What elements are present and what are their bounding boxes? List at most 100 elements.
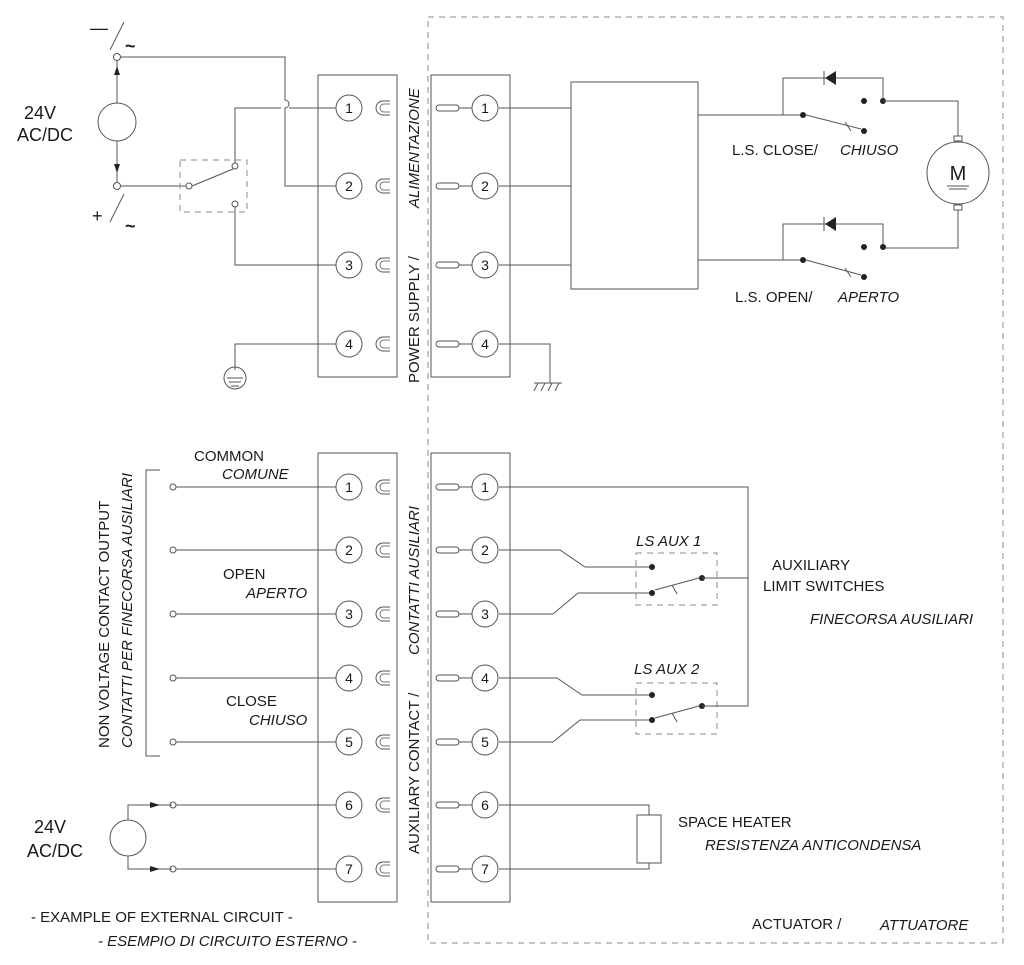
power-actuator-terminal [471, 330, 499, 358]
aux-side-label-it: CONTATTI PER FINECORSA AUSILIARI [119, 473, 136, 748]
output-bracket [145, 469, 160, 757]
aux-actuator-terminal-number: 2 [481, 542, 489, 558]
power-source-24v [97, 21, 137, 223]
space-heater-resistor [636, 814, 662, 864]
external-selector-switch [179, 159, 248, 213]
aux-external-terminal-number: 6 [345, 797, 353, 813]
aux-actuator-terminal [471, 664, 499, 692]
limit-switch-open [698, 217, 886, 280]
power-source-type: AC/DC [17, 125, 73, 145]
common-label: COMMON [194, 448, 264, 465]
aux-actuator-terminal-number: 6 [481, 797, 489, 813]
ls-close-label: L.S. CLOSE/ [732, 142, 819, 159]
pin-contact-icon [435, 738, 460, 746]
aux-actuator-terminal [471, 600, 499, 628]
socket-contact-icon [375, 257, 390, 273]
pin-contact-icon [435, 483, 460, 491]
aux-switches-label-it: FINECORSA AUSILIARI [810, 611, 973, 628]
socket-contact-icon [375, 606, 390, 622]
aux-actuator-terminal [471, 855, 499, 883]
socket-contact-icon [375, 797, 390, 813]
power-actuator-terminal-number: 1 [481, 100, 489, 116]
power-external-terminal-number: 4 [345, 336, 353, 352]
aux-side-label: NON VOLTAGE CONTACT OUTPUT [96, 501, 113, 748]
power-external-terminal-number: 1 [345, 100, 353, 116]
power-actuator-terminal [471, 172, 499, 200]
ls-close-label-it: CHIUSO [840, 142, 899, 159]
aux-actuator-terminal [471, 473, 499, 501]
socket-contact-icon [375, 734, 390, 750]
pin-contact-icon [435, 104, 460, 112]
aux-actuator-terminal-number: 5 [481, 734, 489, 750]
socket-contact-icon [375, 479, 390, 495]
ls-open-label: L.S. OPEN/ [735, 289, 813, 306]
ls-aux-2-label: LS AUX 2 [634, 661, 700, 678]
power-external-terminal-number: 2 [345, 178, 353, 194]
pin-contact-icon [435, 801, 460, 809]
pin-contact-icon [435, 546, 460, 554]
heater-source-voltage: 24V [34, 817, 66, 837]
aux-actuator-terminal-number: 3 [481, 606, 489, 622]
ac-symbol-top: ~ [125, 36, 136, 56]
aux-external-terminal-number: 7 [345, 861, 353, 877]
pin-contact-icon [435, 182, 460, 190]
example-label: - EXAMPLE OF EXTERNAL CIRCUIT - [31, 909, 293, 926]
power-actuator-terminal-block [430, 74, 511, 378]
limit-switch-close [698, 71, 959, 136]
example-label-it: - ESEMPIO DI CIRCUITO ESTERNO - [98, 933, 357, 950]
ground-icon [223, 366, 247, 390]
pin-contact-icon [435, 340, 460, 348]
aux-external-terminal-number: 2 [345, 542, 353, 558]
diode-open-icon [825, 217, 836, 231]
power-external-terminal-number: 3 [345, 257, 353, 273]
power-external-terminal-block [317, 74, 398, 378]
aux-external-terminal-number: 5 [345, 734, 353, 750]
socket-contact-icon [375, 542, 390, 558]
aux-switches-label-1: AUXILIARY [772, 557, 850, 574]
aux-group-label: AUXILIARY CONTACT / [406, 692, 423, 854]
pin-contact-icon [435, 261, 460, 269]
actuator-label: ACTUATOR / [752, 916, 842, 933]
power-actuator-terminal [471, 251, 499, 279]
aux-actuator-terminal-number: 1 [481, 479, 489, 495]
close-label-it: CHIUSO [249, 712, 308, 729]
aux-actuator-terminal-number: 7 [481, 861, 489, 877]
ls-open-label-it: APERTO [837, 289, 899, 306]
power-group-label-it: ALIMENTAZIONE [406, 87, 423, 209]
power-actuator-terminal [471, 94, 499, 122]
plus-sign: + [92, 206, 103, 226]
aux-external-wires [169, 483, 336, 873]
power-actuator-terminal-number: 2 [481, 178, 489, 194]
aux-switches-label-2: LIMIT SWITCHES [763, 578, 884, 595]
power-group-label: POWER SUPPLY / [406, 255, 423, 383]
aux-external-terminal-number: 1 [345, 479, 353, 495]
heater-source-24v [109, 802, 172, 872]
heater-label: SPACE HEATER [678, 814, 792, 831]
aux-group-label-it: CONTATTI AUSILIARI [406, 506, 423, 655]
ac-symbol-bottom: ~ [125, 216, 136, 236]
heater-source-type: AC/DC [27, 841, 83, 861]
open-label-it: APERTO [245, 585, 307, 602]
power-actuator-terminal-number: 3 [481, 257, 489, 273]
aux-actuator-terminal [471, 728, 499, 756]
socket-contact-icon [375, 100, 390, 116]
aux-internal-wires [499, 549, 649, 743]
control-board [570, 81, 699, 290]
open-label: OPEN [223, 566, 266, 583]
pin-contact-icon [435, 865, 460, 873]
socket-contact-icon [375, 670, 390, 686]
ls-aux-2-box [635, 682, 718, 735]
minus-sign: — [90, 18, 108, 38]
power-source-voltage: 24V [24, 103, 56, 123]
close-label: CLOSE [226, 693, 277, 710]
